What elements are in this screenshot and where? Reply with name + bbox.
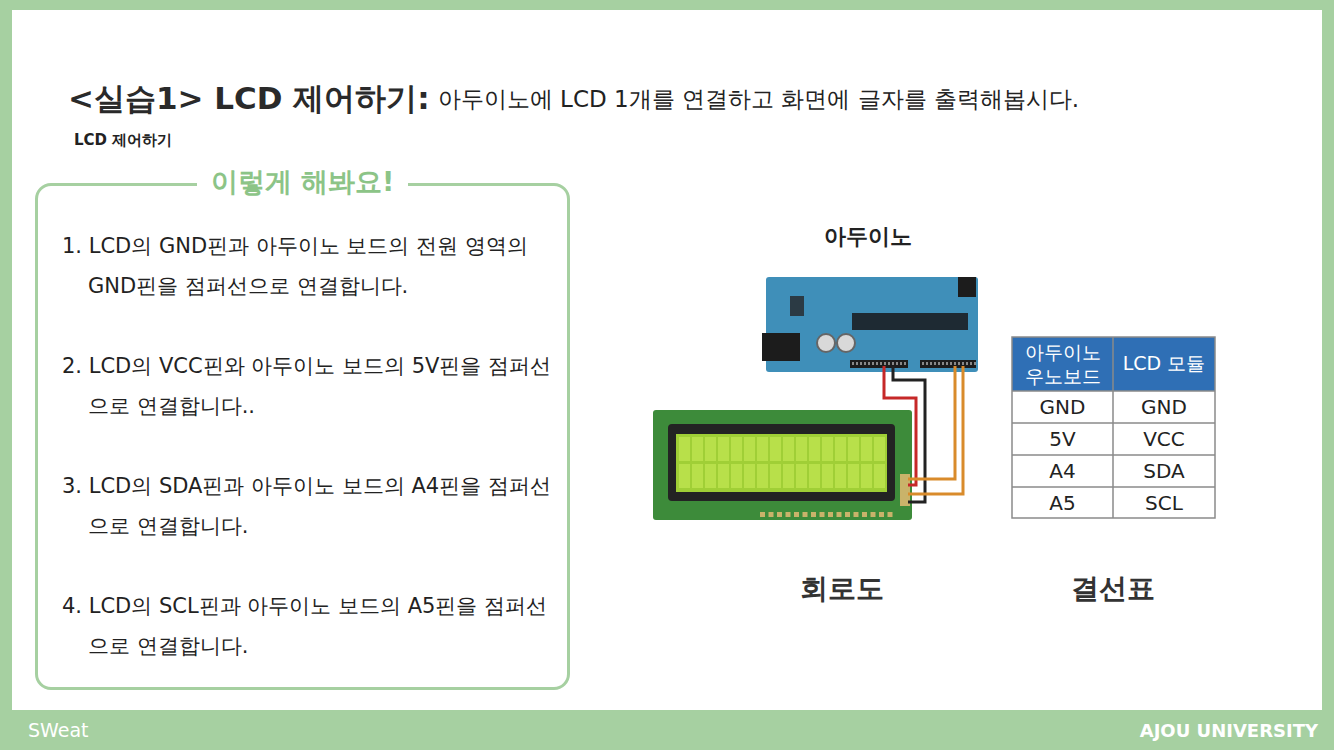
wiring-table (1012, 337, 1215, 518)
section-tag: LCD 제어하기 (74, 131, 172, 150)
box-heading-text: 이렇게 해봐요! (197, 166, 409, 197)
table-cell: GND (1012, 391, 1113, 423)
box-heading: 이렇게 해봐요! (38, 164, 567, 200)
footer-brand: SWeat (28, 719, 89, 741)
slide-title: <실습1> LCD 제어하기: (68, 78, 430, 120)
table-cell: SCL (1113, 487, 1215, 518)
table-cell: 5V (1012, 423, 1113, 455)
lcd-module (653, 410, 912, 520)
table-cell: SDA (1113, 455, 1215, 487)
step-text: 2. LCD의 VCC핀와 아두이노 보드의 5V핀을 점퍼선으로 연결합니다.… (62, 346, 552, 426)
board-label: 아두이노 (788, 222, 948, 252)
table-cell: A4 (1012, 455, 1113, 487)
slide-subtitle: 아두이노에 LCD 1개를 연결하고 화면에 글자를 출력해봅시다. (438, 84, 1079, 115)
figure-caption: 결선표 (1033, 570, 1193, 608)
table-cell: GND (1113, 391, 1215, 423)
jumper-wires (884, 366, 963, 502)
figure-caption: 회로도 (762, 570, 922, 608)
table-header: LCD 모듈 (1113, 337, 1215, 391)
table-header: 아두이노 우노보드 (1012, 337, 1113, 391)
arduino-board (762, 277, 978, 372)
table-cell: VCC (1113, 423, 1215, 455)
slide-ground (12, 10, 1322, 710)
step-text: 4. LCD의 SCL핀과 아두이노 보드의 A5핀을 점퍼선으로 연결합니다. (62, 586, 552, 666)
table-cell: A5 (1012, 487, 1113, 518)
instruction-box: 이렇게 해봐요!1. LCD의 GND핀과 아두이노 보드의 전원 영역의 GN… (35, 183, 570, 690)
step-text: 3. LCD의 SDA핀과 아두이노 보드의 A4핀을 점퍼선으로 연결합니다. (62, 466, 552, 546)
step-text: 1. LCD의 GND핀과 아두이노 보드의 전원 영역의 GND핀을 점퍼선으… (62, 226, 552, 306)
footer-university: AJOU UNIVERSITY (1140, 720, 1318, 741)
